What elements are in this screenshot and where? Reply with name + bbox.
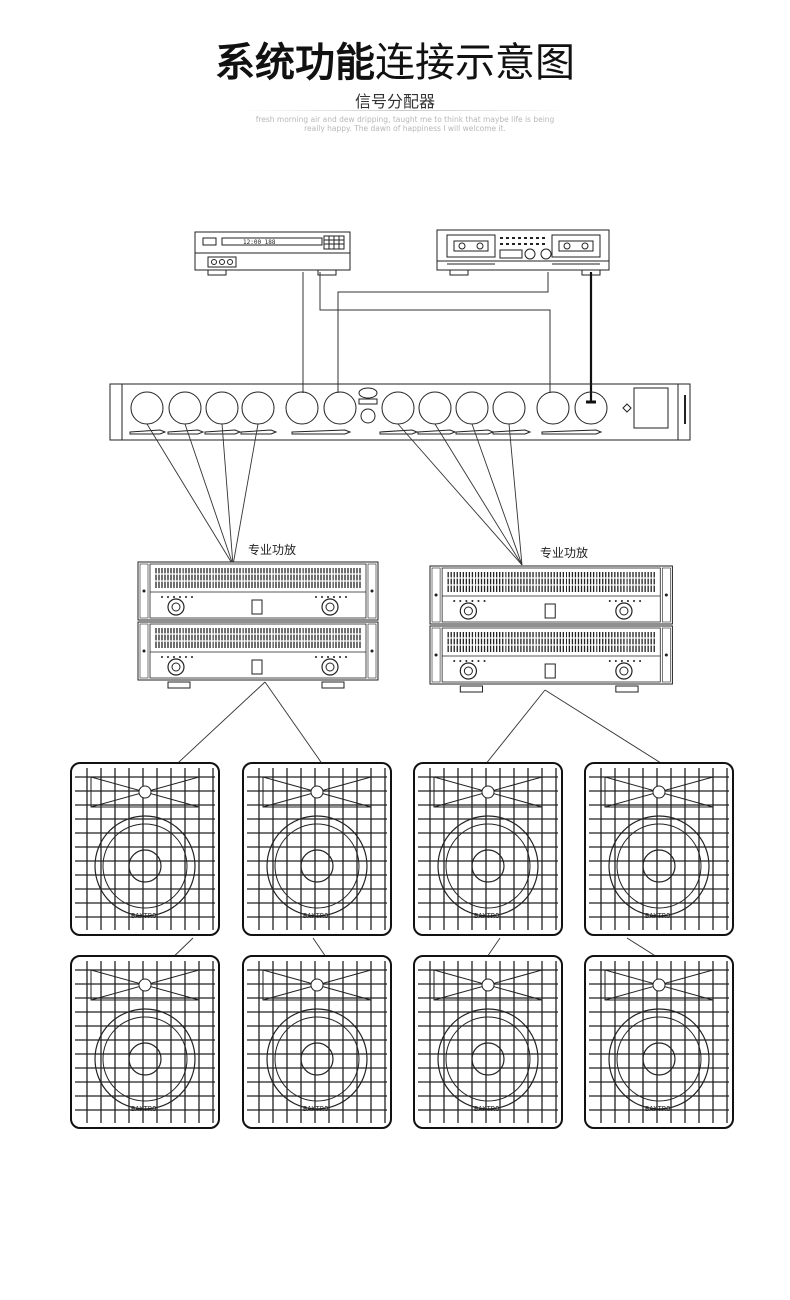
distributor-to-amp-lines — [146, 423, 523, 566]
speaker: BAKTRO — [242, 955, 392, 1129]
speaker-brand-label: BAKTRO — [303, 1105, 328, 1113]
amp-right-top — [429, 565, 674, 625]
source-cables — [302, 272, 551, 393]
speaker: BAKTRO — [70, 762, 220, 936]
speaker-brand-label: BAKTRO — [474, 912, 499, 920]
signal-distributor — [109, 383, 691, 441]
speaker: BAKTRO — [584, 762, 734, 936]
amp-to-speaker-lines — [164, 681, 673, 966]
subtitle-divider — [240, 110, 570, 111]
cable-deck-left — [337, 272, 549, 393]
title-light-part: 连接示意图 — [375, 40, 575, 86]
amp-left-bottom — [137, 621, 379, 681]
distributor-knobs — [130, 391, 608, 425]
cassette-deck — [436, 229, 610, 276]
amp-left-top — [137, 561, 379, 621]
subtitle: 信号分配器 — [354, 92, 435, 111]
cd-player: 12:00 188 — [194, 231, 351, 276]
amp-group-left-label: 专业功放 — [248, 542, 296, 557]
tagline-line-1: fresh morning air and dew dripping, taug… — [255, 115, 555, 124]
speaker-brand-label: BAKTRO — [645, 912, 670, 920]
page-title: 系统功能连接示意图 — [0, 30, 790, 88]
speaker-brand-label: BAKTRO — [474, 1105, 499, 1113]
tagline: fresh morning air and dew dripping, taug… — [245, 115, 565, 133]
speaker-brand-label: BAKTRO — [645, 1105, 670, 1113]
distributor-meter — [358, 387, 378, 424]
speaker: BAKTRO — [413, 762, 563, 936]
speaker: BAKTRO — [70, 955, 220, 1129]
speaker-brand-label: BAKTRO — [131, 1105, 156, 1113]
title-bold-part: 系统功能 — [215, 40, 375, 86]
speaker-brand-label: BAKTRO — [131, 912, 156, 920]
tagline-line-2: really happy. The dawn of happiness I wi… — [304, 124, 506, 133]
speaker-grid: BAKTRO BAKTRO BAKTRO BAKTRO BAKTRO BAKTR… — [70, 762, 734, 1129]
amp-stack-right — [429, 565, 674, 693]
speaker: BAKTRO — [584, 955, 734, 1129]
cable-cd-right — [319, 272, 551, 393]
distributor-faders — [129, 429, 603, 435]
speaker-brand-label: BAKTRO — [303, 912, 328, 920]
amp-stack-left — [137, 561, 379, 689]
speaker: BAKTRO — [413, 955, 563, 1129]
amp-right-bottom — [429, 625, 674, 685]
cd-player-display: 12:00 188 — [243, 239, 276, 246]
speaker: BAKTRO — [242, 762, 392, 936]
amp-group-right-label: 专业功放 — [540, 545, 588, 560]
